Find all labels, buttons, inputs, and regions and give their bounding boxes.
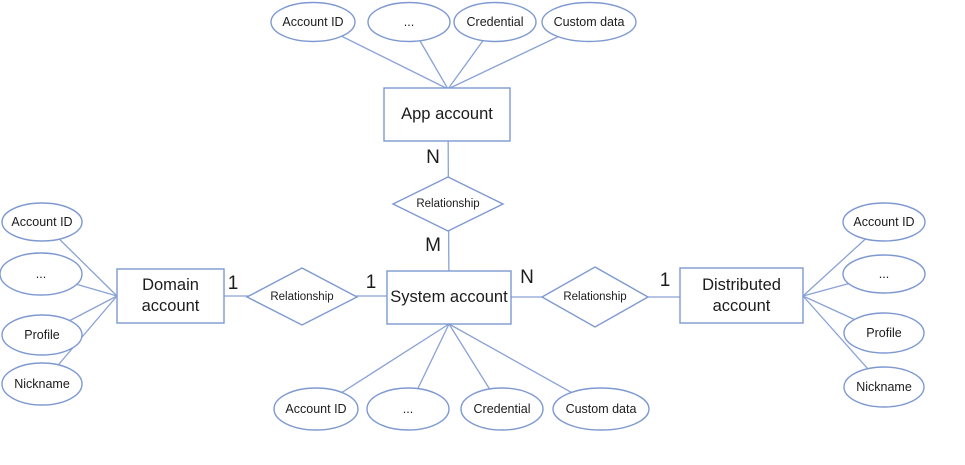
relationship-app-system-label: Relationship xyxy=(416,198,480,210)
attribute-domain-nickname-ellipse xyxy=(1,362,83,406)
entity-domain-account-box xyxy=(116,268,225,324)
attribute-distributed-profile-ellipse xyxy=(843,312,925,354)
attribute-app-custom-data-label: Custom data xyxy=(553,15,625,29)
diagram-shapes xyxy=(0,1,926,431)
attribute-domain-nickname-label: Nickname xyxy=(14,377,70,391)
relationship-domain-system-diamond xyxy=(245,267,359,326)
attribute-distributed-account-id-ellipse xyxy=(842,202,926,242)
attribute-domain-more-label: ... xyxy=(35,267,47,281)
attribute-app-more-label: ... xyxy=(403,15,415,29)
attribute-system-more-label: ... xyxy=(402,402,414,416)
relationship-system-distributed-label: Relationship xyxy=(563,291,627,303)
attribute-distributed-account-id-label: Account ID xyxy=(853,215,915,229)
entity-distributed-account-box xyxy=(679,267,804,324)
attribute-domain-profile-ellipse xyxy=(1,314,83,356)
relationship-system-distributed-diamond xyxy=(540,266,650,328)
entity-app-account-box xyxy=(383,87,511,142)
attribute-domain-account-id-label: Account ID xyxy=(11,215,73,229)
attribute-app-credential-ellipse xyxy=(453,1,537,43)
entity-domain-account-label: Domain account xyxy=(141,276,200,315)
cardinality-system-left-one: 1 xyxy=(365,272,377,293)
cardinality-system-right-n: N xyxy=(520,267,534,288)
attribute-distributed-nickname-ellipse xyxy=(843,366,925,408)
cardinality-system-m: M xyxy=(425,235,441,256)
entity-system-account-box xyxy=(386,270,512,325)
attribute-app-credential-label: Credential xyxy=(466,15,524,29)
attribute-system-account-id-ellipse xyxy=(273,387,359,431)
attribute-domain-profile-label: Profile xyxy=(24,328,60,342)
attribute-system-credential-label: Credential xyxy=(473,402,531,416)
attribute-domain-more-ellipse xyxy=(0,252,83,296)
entity-app-account-label: App account xyxy=(401,105,493,124)
attribute-app-custom-data-ellipse xyxy=(541,1,637,43)
entity-system-account-label: System account xyxy=(390,288,508,307)
attribute-system-custom-data-label: Custom data xyxy=(565,402,637,416)
attribute-app-account-id-ellipse xyxy=(270,1,356,43)
attribute-system-credential-ellipse xyxy=(460,387,544,431)
attribute-app-account-id-label: Account ID xyxy=(282,15,344,29)
attribute-distributed-nickname-label: Nickname xyxy=(856,380,912,394)
attribute-system-custom-data-ellipse xyxy=(552,387,650,431)
relationship-domain-system-label: Relationship xyxy=(270,291,334,303)
entity-distributed-account-label: Distributed account xyxy=(702,275,781,315)
attribute-distributed-more-label: ... xyxy=(878,267,890,281)
attribute-system-more-ellipse xyxy=(366,387,450,431)
cardinality-domain-one: 1 xyxy=(227,273,239,294)
cardinality-distributed-one: 1 xyxy=(659,270,671,291)
attribute-domain-account-id-ellipse xyxy=(1,202,83,242)
cardinality-app-n: N xyxy=(426,147,440,168)
relationship-app-system-diamond xyxy=(391,176,505,232)
attribute-distributed-more-ellipse xyxy=(842,254,926,294)
attribute-distributed-profile-label: Profile xyxy=(866,326,902,340)
attribute-app-more-ellipse xyxy=(367,1,451,43)
attribute-system-account-id-label: Account ID xyxy=(285,402,347,416)
